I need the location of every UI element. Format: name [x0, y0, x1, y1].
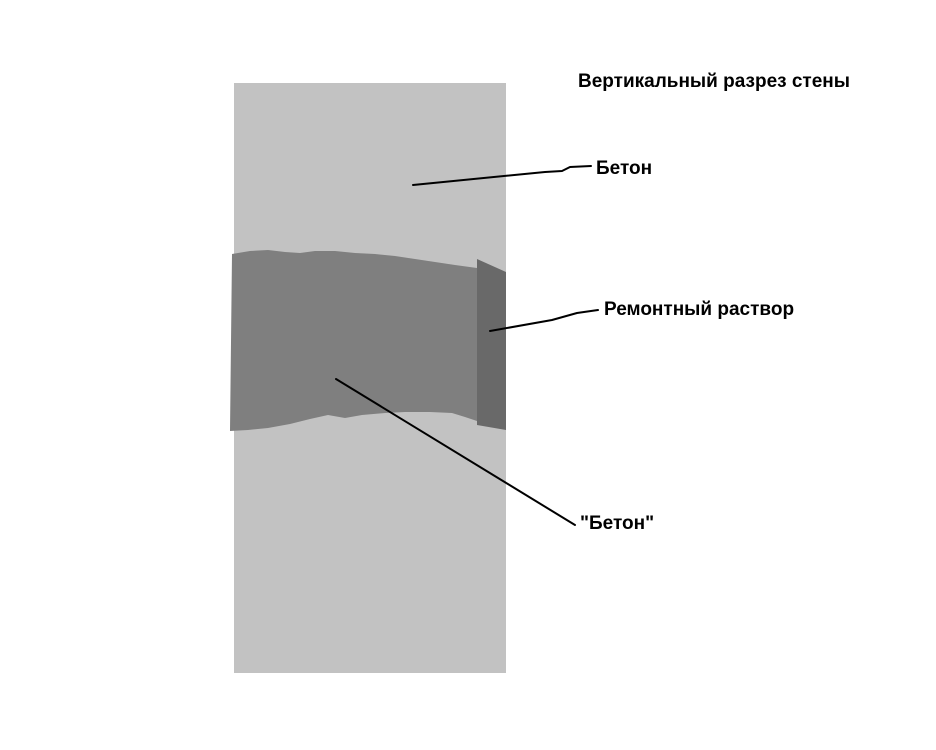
damaged-concrete-label: "Бетон" [580, 513, 654, 534]
repair-mortar-label: Ремонтный раствор [604, 299, 794, 320]
damaged-concrete-zone [230, 250, 477, 431]
concrete-leader-line [412, 165, 592, 186]
diagram-title: Вертикальный разрез стены [578, 71, 850, 92]
damaged-concrete-leader-line [335, 378, 576, 526]
repair-mortar-strip [477, 259, 506, 430]
concrete-label: Бетон [596, 158, 652, 179]
repair-mortar-leader-line [489, 309, 599, 332]
